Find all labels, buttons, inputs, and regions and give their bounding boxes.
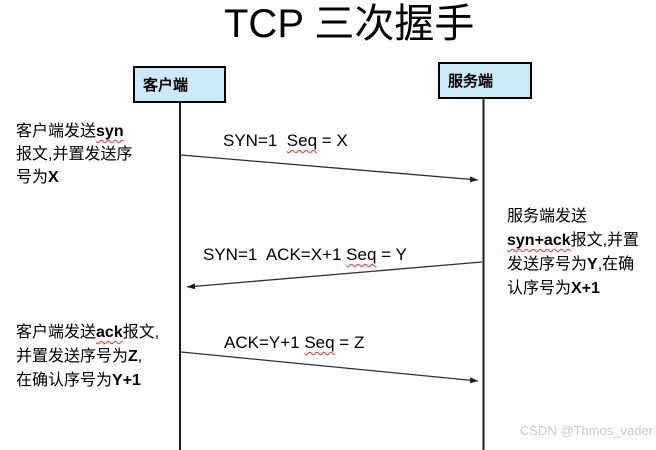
actor-box-server: 服务端 (438, 62, 532, 99)
actor-label-client: 客户端 (143, 77, 189, 94)
syn-arrow (180, 154, 479, 183)
message-label-syn: SYN=1 Seq = X (223, 131, 348, 150)
message-label-syn-ack: SYN=1 ACK=X+1 Seq = Y (203, 245, 407, 264)
annotation-client-ack: 客户端发送ack报文,并置发送序号为Z,在确认序号为Y+1 (16, 324, 160, 389)
ack-arrow (180, 351, 479, 384)
page-title: TCP 三次握手 (224, 2, 475, 46)
message-label-ack: ACK=Y+1 Seq = Z (224, 333, 365, 352)
actor-box-client: 客户端 (133, 66, 226, 103)
syn-ack-arrow (186, 261, 483, 290)
watermark-text: CSDN @Thmos_vader (519, 423, 653, 438)
actor-label-server: 服务端 (448, 73, 494, 90)
